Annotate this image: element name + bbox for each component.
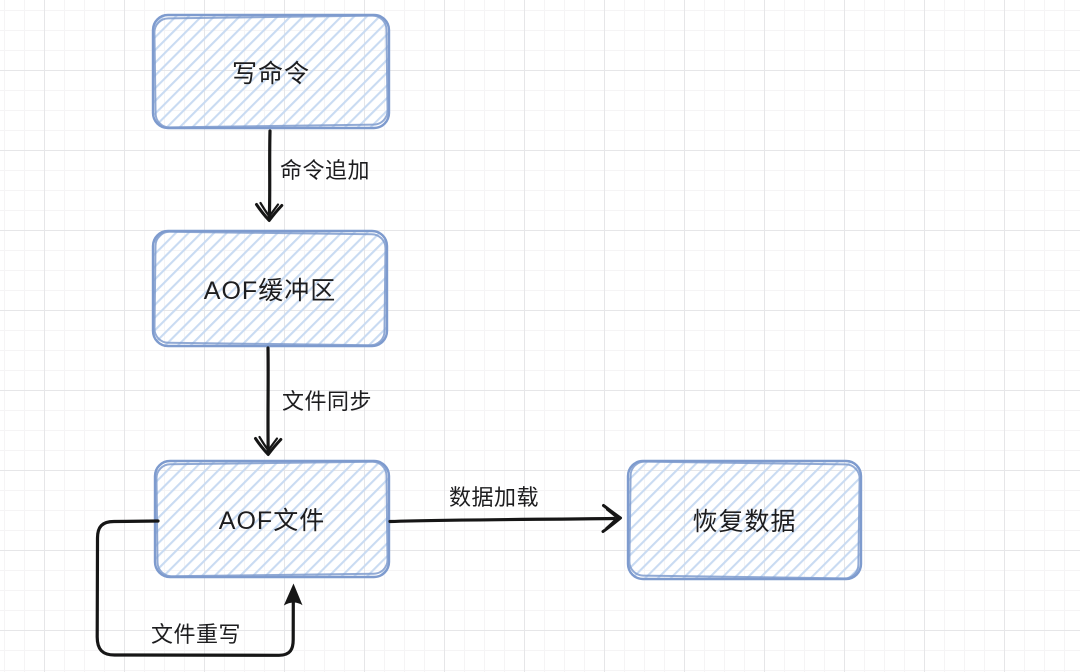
edge-file-sync[interactable] — [254, 346, 283, 456]
edge-label-command-append: 命令追加 — [280, 158, 371, 183]
edge-label-file-rewrite: 文件重写 — [151, 622, 242, 647]
node-rect-sketch — [153, 14, 389, 129]
arrowhead-down-inner-icon — [259, 201, 280, 218]
edge-label-data-load: 数据加载 — [449, 485, 540, 510]
node-restore-data[interactable] — [626, 459, 863, 581]
edge-command-append[interactable] — [255, 129, 284, 222]
node-rect — [151, 229, 389, 348]
arrowhead-down-inner-icon — [258, 435, 279, 452]
arrowhead-up-solid-icon — [283, 583, 303, 606]
arrowhead-down-icon — [254, 437, 283, 456]
node-rect — [626, 459, 863, 581]
edge-data-load[interactable] — [388, 504, 622, 533]
node-label-restore-data: 恢复数据 — [692, 508, 797, 536]
edge-file-rewrite[interactable] — [95, 519, 303, 657]
node-label-aof-file: AOF文件 — [218, 507, 326, 535]
edge-path — [95, 519, 295, 657]
arrowhead-right-inner-icon — [605, 508, 619, 530]
node-label-write-command: 写命令 — [231, 59, 310, 88]
node-label-aof-buffer: AOF缓冲区 — [203, 276, 337, 305]
edge-path — [388, 516, 616, 524]
edge-path — [267, 129, 272, 219]
node-rect — [151, 13, 391, 130]
arrowhead-down-icon — [255, 203, 284, 222]
node-rect-sketch — [628, 460, 861, 580]
node-aof-buffer[interactable] — [151, 229, 389, 348]
node-write-command[interactable] — [151, 13, 391, 130]
node-rect — [153, 459, 391, 579]
edge-label-file-sync: 文件同步 — [282, 389, 373, 414]
node-rect-sketch — [153, 230, 387, 347]
